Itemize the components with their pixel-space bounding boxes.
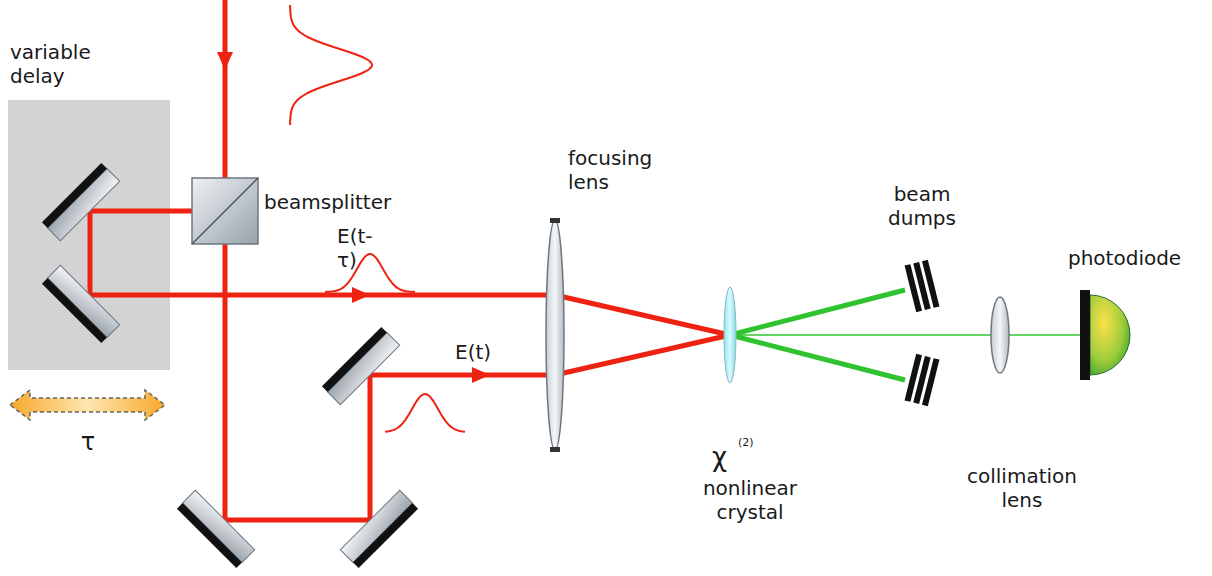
component-label: photodiode xyxy=(1068,246,1181,270)
component-label: nonlinear crystal xyxy=(703,476,797,525)
lens-mount xyxy=(550,218,560,223)
mirror xyxy=(42,163,120,241)
component-label: beam dumps xyxy=(888,182,956,231)
nonlinear-crystal xyxy=(724,287,736,383)
mirror xyxy=(340,490,418,568)
component-label: collimation lens xyxy=(967,464,1077,513)
stage-label: variable delay xyxy=(10,40,91,89)
field-label: E(t) xyxy=(455,340,491,364)
superscript: (2) xyxy=(738,436,754,449)
beam-dumps xyxy=(905,260,940,406)
beamsplitter-cube xyxy=(192,178,258,244)
delay-stage xyxy=(8,100,170,370)
beam-dump xyxy=(905,260,940,312)
pulse-shapes xyxy=(290,5,465,432)
field-label: E(t-τ) xyxy=(337,224,373,273)
laser-beams xyxy=(90,0,730,520)
component-label: beamsplitter xyxy=(264,190,391,214)
delay-arrow xyxy=(10,390,165,420)
delay-symbol: τ xyxy=(81,428,95,457)
mirrors xyxy=(42,163,418,568)
mirror xyxy=(322,327,400,405)
component-label: focusing lens xyxy=(568,146,652,195)
beam-dump xyxy=(905,354,940,406)
collimation-lens xyxy=(991,297,1009,373)
lens-mount xyxy=(550,447,560,452)
susceptibility-symbol: χ xyxy=(712,442,727,474)
mirror xyxy=(177,490,255,568)
photodiode-symbol xyxy=(1080,290,1130,380)
green-beams xyxy=(730,290,1082,380)
mirror xyxy=(42,265,120,343)
focusing-lens xyxy=(546,220,564,450)
